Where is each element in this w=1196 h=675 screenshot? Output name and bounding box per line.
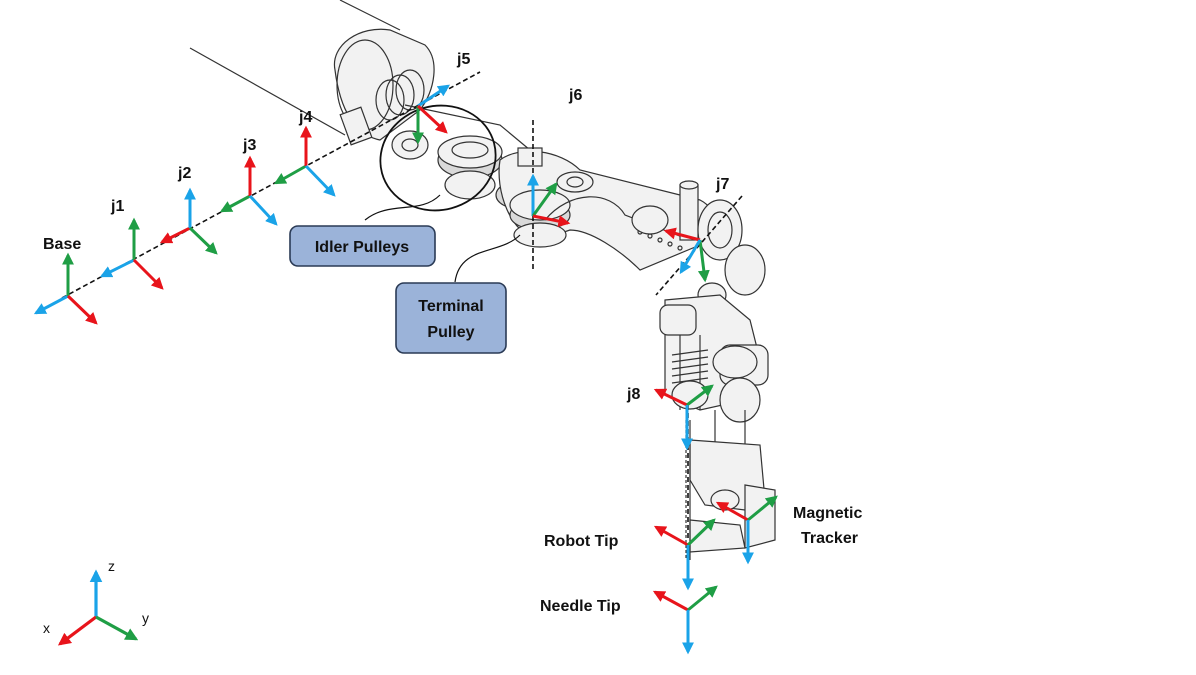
- label-robot-tip: Robot Tip: [544, 533, 619, 550]
- label-j6: j6: [568, 87, 582, 104]
- label-j5: j5: [456, 51, 470, 68]
- label-magnetic-tracker-line1: Magnetic: [793, 505, 862, 522]
- label-base: Base: [43, 236, 81, 253]
- label-j3: j3: [242, 137, 256, 154]
- frame-j3: [219, 155, 278, 226]
- label-j2: j2: [177, 165, 191, 182]
- callout-leaders: [364, 194, 521, 283]
- callout-terminal-pulley-line2: Pulley: [427, 324, 474, 341]
- label-j4: j4: [298, 109, 312, 126]
- legend-z-label: z: [108, 558, 115, 574]
- frame-j1: [99, 217, 164, 290]
- frame-j5: [412, 84, 450, 145]
- callout-idler-pulleys-text: Idler Pulleys: [315, 239, 409, 256]
- frame-j2: [159, 187, 218, 255]
- callout-terminal-pulley-line1: Terminal: [418, 298, 484, 315]
- robot-arm-drawing: [189, 0, 776, 560]
- frame-j8: [653, 384, 714, 451]
- callout-terminal-pulley: Terminal Pulley: [395, 282, 507, 354]
- label-needle-tip: Needle Tip: [540, 598, 621, 615]
- callout-idler-pulleys: Idler Pulleys: [289, 225, 436, 267]
- legend-y-label: y: [142, 610, 149, 626]
- label-magnetic-tracker-line2: Tracker: [801, 530, 858, 547]
- label-j7: j7: [715, 176, 729, 193]
- label-j8: j8: [626, 386, 640, 403]
- frame-needle-tip: [652, 585, 718, 655]
- frame-j6: [527, 173, 571, 228]
- frame-j4: [273, 125, 336, 197]
- frame-base: [33, 252, 98, 325]
- frame-j7: [663, 227, 710, 283]
- frame-robot-tip: [653, 518, 716, 591]
- frame-magnetic-tracker: [715, 495, 778, 565]
- idler-pulleys-highlight: [379, 104, 497, 212]
- axis-legend: z x y: [43, 558, 149, 646]
- legend-x-label: x: [43, 620, 50, 636]
- label-j1: j1: [110, 198, 124, 215]
